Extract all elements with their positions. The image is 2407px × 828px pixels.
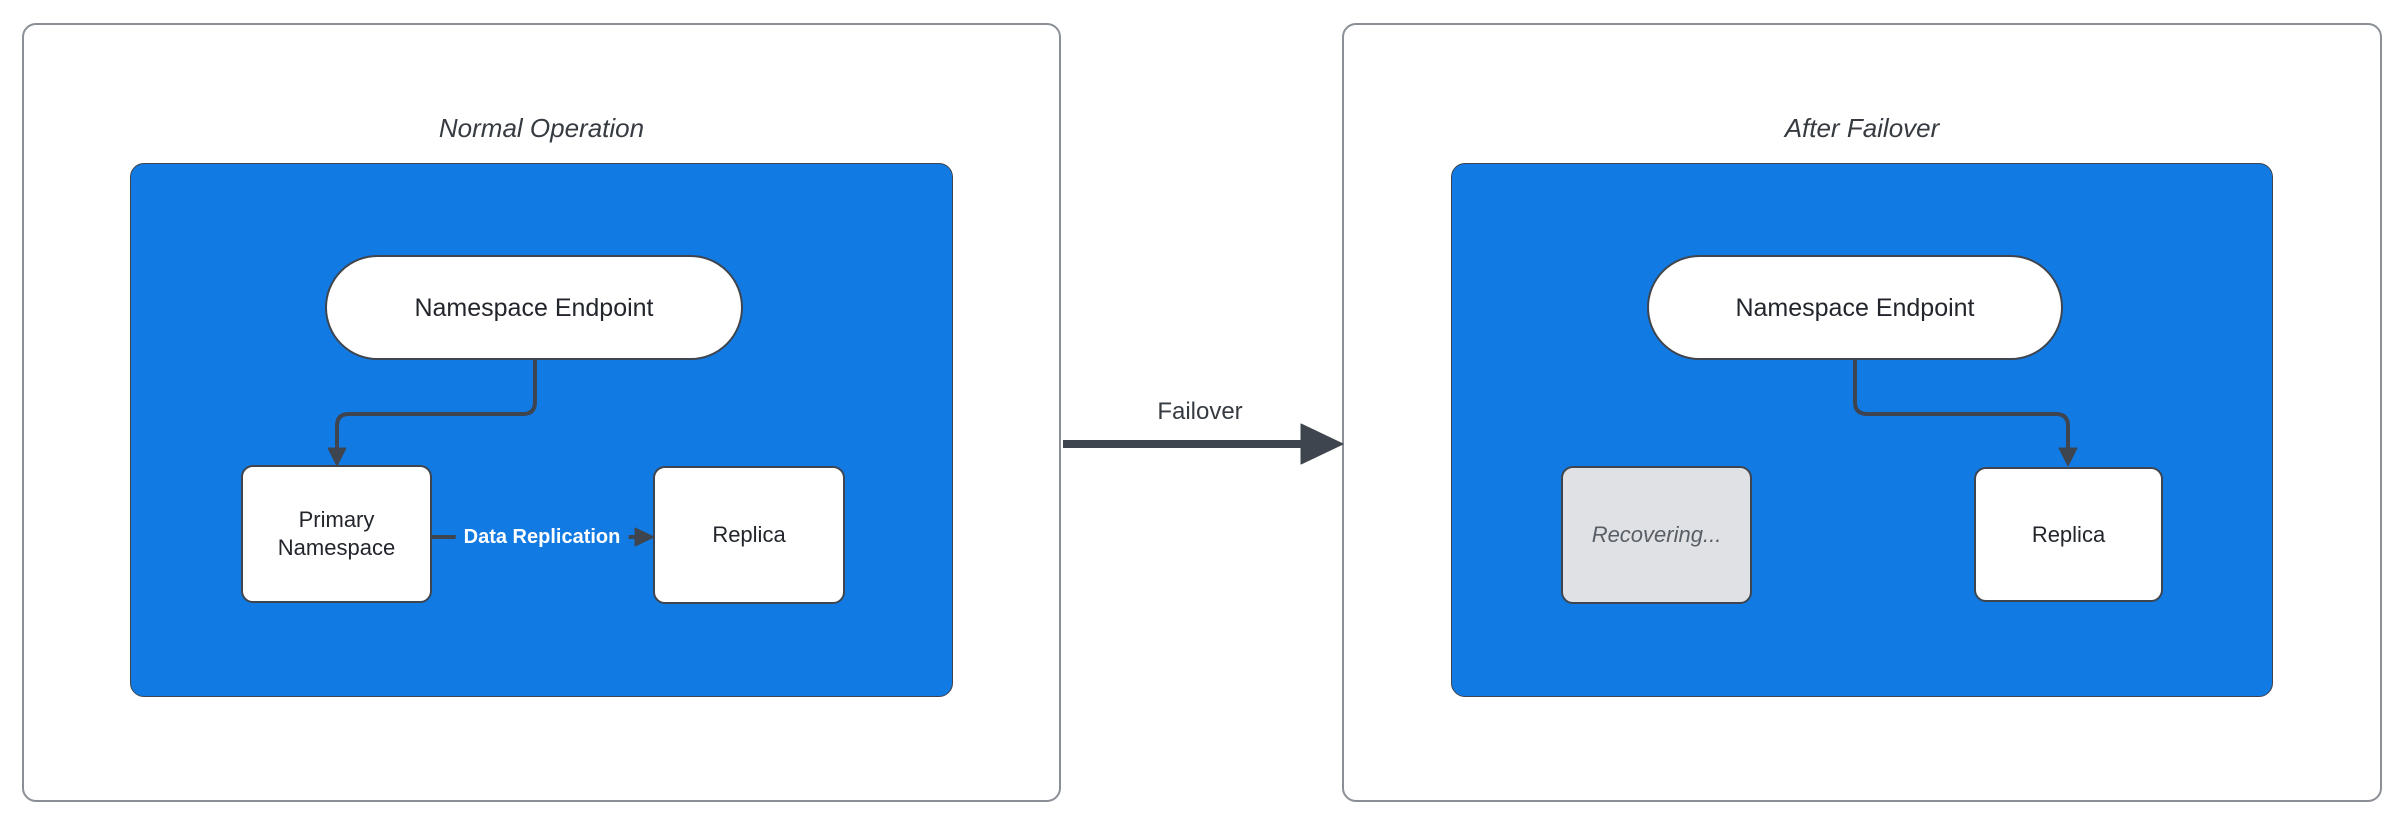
- edge-label-data-replication: Data Replication: [455, 522, 629, 552]
- failover-arrow: [1063, 423, 1344, 465]
- node-label: Primary Namespace: [277, 507, 396, 560]
- node-label: Namespace Endpoint: [414, 293, 654, 322]
- node-primary-namespace: Primary Namespace: [241, 465, 432, 603]
- node-replica-normal: Replica: [653, 466, 845, 604]
- node-replica-failover: Replica: [1974, 467, 2163, 602]
- node-recovering: Recovering...: [1561, 466, 1752, 604]
- panel-title-after-failover: After Failover: [1784, 113, 1940, 143]
- arrowhead-right-large-icon: [1300, 423, 1344, 465]
- node-label: Namespace Endpoint: [1735, 293, 1975, 322]
- node-namespace-endpoint-normal: Namespace Endpoint: [325, 255, 743, 360]
- failover-arrow-label: Failover: [1157, 398, 1243, 425]
- node-label: Replica: [2031, 521, 2106, 547]
- namespace-container-failover: [1451, 163, 2273, 697]
- node-namespace-endpoint-failover: Namespace Endpoint: [1647, 255, 2063, 360]
- namespace-container-normal: [130, 163, 953, 697]
- node-label: Recovering...: [1591, 522, 1722, 547]
- panel-title-normal-operation: Normal Operation: [438, 113, 645, 143]
- node-label: Replica: [712, 522, 786, 547]
